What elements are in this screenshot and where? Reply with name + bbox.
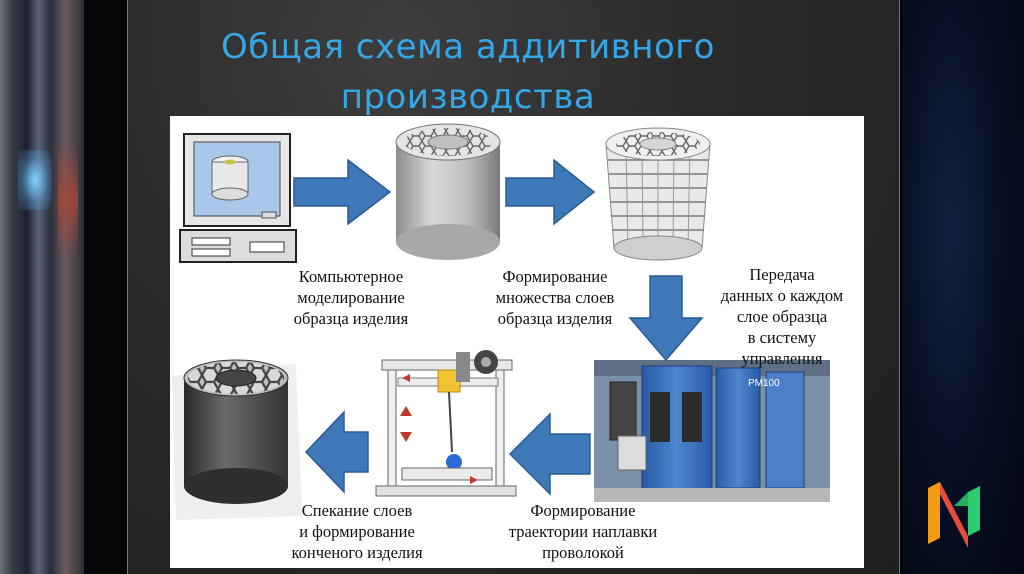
lattice-cylinder-icon (395, 123, 501, 260)
machine-pm100-icon: PM100 (594, 360, 830, 502)
final-part-icon (172, 359, 302, 520)
left-strip-glow (18, 150, 52, 210)
diagram-panel: PM100 (170, 116, 864, 568)
node-label-trajectory: Формирование траектории наплавки проволо… (508, 501, 658, 562)
arrow-5 (304, 410, 369, 494)
arrow-1 (293, 158, 392, 226)
node-label-sintering: Спекание слоев и формирование конченого … (291, 501, 423, 562)
layered-cylinder-icon (605, 127, 711, 261)
computer-icon (179, 133, 297, 263)
logo-icon (928, 482, 980, 548)
node-label-layer-formation: Формирование множества слоев образца изд… (495, 267, 615, 328)
left-background-strip (0, 0, 84, 574)
machine-label: PM100 (748, 378, 780, 389)
right-background-strip (902, 0, 1024, 574)
node-label-computer-modeling: Компьютерное моделирование образца издел… (293, 267, 409, 328)
arrow-3 (628, 275, 704, 362)
diagram-svg: PM100 (172, 123, 830, 520)
node-label-data-transfer: Передача данных о каждом слое образца в … (720, 265, 844, 368)
arrow-2 (505, 158, 596, 226)
slide-title: Общая схема аддитивного производства (221, 27, 715, 117)
arrow-4 (508, 412, 591, 496)
printer-schematic-icon (375, 350, 517, 497)
left-strip-warm-light (58, 140, 78, 260)
